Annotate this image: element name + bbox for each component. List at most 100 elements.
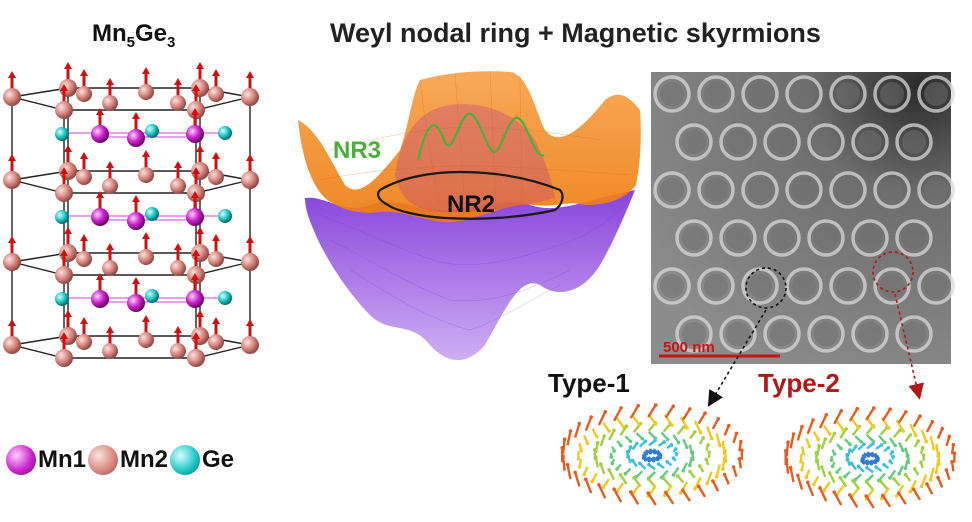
spin-vector	[721, 440, 726, 454]
ge-atom	[218, 209, 232, 223]
skyrmion-bubble	[741, 267, 779, 305]
mn2-atom	[55, 266, 73, 284]
spin-vector	[865, 407, 875, 421]
mn1-atom	[91, 125, 109, 143]
mn2-atom	[76, 169, 92, 185]
skyrmion-bubble	[917, 75, 955, 113]
spin-vector	[664, 405, 675, 419]
legend-item-mn1: Mn1	[6, 445, 86, 475]
ge-atom	[55, 127, 69, 141]
spin-vector	[818, 487, 828, 502]
ge-atom	[218, 291, 232, 305]
spin-vector	[895, 419, 905, 432]
mn2-atom	[241, 88, 259, 106]
spin-vector	[613, 407, 623, 422]
spin-vector	[897, 492, 907, 505]
skyrmion-bubble	[675, 123, 713, 161]
nr3-line	[416, 112, 545, 161]
mn2-atom	[208, 334, 224, 350]
mn2-atom	[170, 95, 186, 111]
spin-vector	[629, 491, 640, 505]
mn1-atom	[186, 125, 204, 143]
spin-vector	[561, 456, 566, 471]
skyrmion-bubble	[895, 123, 933, 161]
spin-vector	[631, 414, 641, 426]
mn2-atom	[59, 162, 77, 180]
skyrmion-bubble	[851, 219, 889, 257]
spin-vector	[935, 459, 940, 473]
mn2-atom	[55, 349, 73, 367]
dome-inner	[395, 104, 555, 213]
skyrmion-bubble	[719, 315, 757, 353]
spin-vector	[935, 443, 940, 457]
spin-vector	[833, 491, 843, 506]
skyrmion-bubble	[785, 171, 823, 209]
mn1-atom	[186, 290, 204, 308]
mn2-atom	[191, 79, 209, 97]
spin-vector	[850, 417, 860, 429]
skyrmion-bubble	[697, 267, 735, 305]
mn2-atom	[3, 336, 21, 354]
spin-vector	[929, 467, 935, 480]
spin-vector	[881, 494, 892, 508]
spin-vector	[619, 474, 628, 485]
skyrmion-bubble	[653, 75, 691, 113]
mn1-atom	[186, 208, 204, 226]
ge-swatch	[170, 445, 200, 475]
legend-item-mn2: Mn2	[88, 445, 168, 475]
tem-micrograph	[651, 72, 955, 364]
spin-vector	[806, 419, 815, 435]
spin-vector	[681, 489, 691, 502]
mn2-atom	[3, 171, 21, 189]
band-structure	[298, 70, 641, 361]
spin-vector	[897, 411, 907, 424]
type2-arrow	[894, 293, 924, 400]
skyrmion-bubble	[829, 267, 867, 305]
skyrmion-bubble	[917, 171, 955, 209]
spin-vector	[647, 404, 657, 418]
mn2-atom	[170, 178, 186, 194]
type2-label: Type-2	[758, 368, 840, 398]
mn2-atom	[241, 253, 259, 271]
mn2-atom	[76, 86, 92, 102]
skyrmion-bubble	[829, 171, 867, 209]
spin-vector	[881, 408, 892, 422]
mn2-atom	[102, 178, 118, 194]
type1-highlight	[745, 267, 787, 309]
atom-legend: Mn1 Mn2 Ge	[6, 440, 236, 480]
skyrmion-bubble	[763, 219, 801, 257]
mn2-atom	[102, 95, 118, 111]
skyrmion-bubble	[785, 75, 823, 113]
spin-vector	[851, 480, 861, 491]
skyrmion-bubble	[873, 75, 911, 113]
crystal-title: Mn5Ge3	[92, 20, 176, 51]
skyrmion-bubble	[763, 315, 801, 353]
mn2-atom	[102, 260, 118, 276]
mn1-atom	[91, 290, 109, 308]
spin-vector	[848, 408, 859, 422]
spin-vector	[818, 414, 828, 429]
mn2-atom	[191, 244, 209, 262]
spin-vector	[796, 426, 804, 441]
spin-vector	[715, 433, 721, 446]
mn2-atom	[191, 327, 209, 345]
scale-bar-label: 500 nm	[663, 339, 715, 356]
ge-atom	[55, 210, 69, 224]
spin-vector	[912, 488, 922, 501]
skyrmion-bubble	[697, 75, 735, 113]
spin-vector	[574, 472, 581, 487]
spin-vector	[693, 420, 702, 434]
skyrmion-bubble	[829, 75, 867, 113]
spin-vector	[681, 408, 691, 421]
spin-vector	[909, 479, 917, 493]
skyrmion-bubble	[675, 315, 713, 353]
mn2-atom	[187, 349, 205, 367]
spin-vector	[785, 442, 790, 457]
mn2-atom	[55, 101, 73, 119]
mn1-atom	[127, 212, 145, 230]
skyrmion-bubble	[763, 123, 801, 161]
type1-spin-texture	[560, 403, 744, 506]
spin-vector	[835, 485, 845, 496]
nr3-label: NR3	[333, 137, 381, 164]
ge-atom	[145, 207, 159, 221]
